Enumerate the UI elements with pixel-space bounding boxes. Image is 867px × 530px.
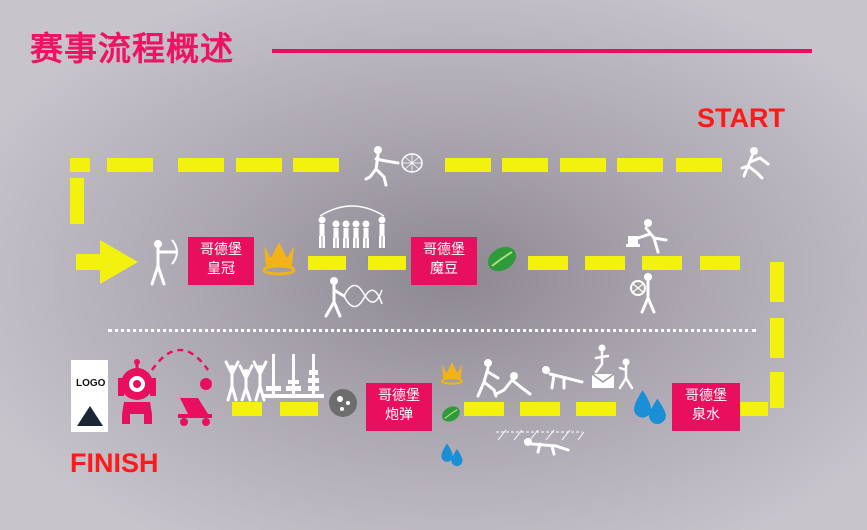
jump-rope-group-icon bbox=[318, 205, 386, 248]
path-dash bbox=[178, 158, 224, 172]
path-dash bbox=[676, 158, 722, 172]
path-dash bbox=[232, 402, 262, 416]
archer-icon bbox=[150, 239, 178, 286]
drop-icon bbox=[634, 390, 666, 424]
path-dash bbox=[520, 402, 560, 416]
kneel-lift-icon bbox=[476, 359, 532, 398]
net-runner-icon bbox=[364, 146, 423, 187]
cheer-group-icon bbox=[224, 360, 268, 402]
robot-icon bbox=[118, 359, 156, 424]
station-line2: 魔豆 bbox=[430, 261, 458, 277]
dotted-separator bbox=[108, 329, 756, 332]
station-crown: 哥德堡 皇冠 bbox=[188, 237, 254, 285]
finish-label: FINISH bbox=[70, 448, 159, 478]
path-dash bbox=[740, 402, 768, 416]
cart-icon bbox=[178, 378, 212, 426]
path-dash bbox=[560, 158, 606, 172]
ball-runner-icon bbox=[630, 273, 656, 314]
path-dash bbox=[368, 256, 406, 270]
path-dash bbox=[107, 158, 153, 172]
station-cannonball: 哥德堡 炮弹 bbox=[366, 383, 432, 431]
station-line1: 哥德堡 bbox=[423, 242, 465, 258]
rope-swing-icon bbox=[324, 277, 383, 318]
path-dash bbox=[770, 318, 784, 358]
cannonball-icon bbox=[329, 389, 357, 417]
path-dash bbox=[770, 372, 784, 408]
crown-icon bbox=[262, 242, 296, 276]
path-dash bbox=[770, 262, 784, 302]
station-line2: 皇冠 bbox=[207, 261, 235, 277]
box-lifter-icon bbox=[626, 219, 668, 254]
path-dash bbox=[528, 256, 568, 270]
letter-crawl-icon bbox=[591, 344, 634, 390]
station-line1: 哥德堡 bbox=[685, 388, 727, 404]
station-bean: 哥德堡 魔豆 bbox=[411, 237, 477, 285]
crown-icon bbox=[441, 362, 463, 385]
tower-hanoi-icon bbox=[262, 354, 324, 398]
pushup-icon bbox=[542, 366, 584, 390]
logo-card: LOGO bbox=[71, 360, 108, 432]
bean-icon bbox=[487, 246, 517, 272]
path-dash bbox=[236, 158, 282, 172]
start-label: START bbox=[697, 103, 785, 133]
station-line2: 泉水 bbox=[692, 407, 720, 423]
triangle-icon bbox=[77, 406, 103, 426]
drop-icon bbox=[441, 443, 463, 466]
logo-text: LOGO bbox=[76, 378, 106, 389]
runner-icon bbox=[740, 147, 770, 180]
bean-icon bbox=[442, 406, 460, 422]
path-dash bbox=[502, 158, 548, 172]
path-dash bbox=[700, 256, 740, 270]
station-line1: 哥德堡 bbox=[378, 388, 420, 404]
station-line2: 炮弹 bbox=[385, 407, 413, 423]
path-dash bbox=[280, 402, 318, 416]
path-dash bbox=[70, 158, 90, 172]
path-dash bbox=[464, 402, 504, 416]
path-dash bbox=[308, 256, 346, 270]
page-title: 赛事流程概述 bbox=[30, 29, 234, 68]
crawler-icon bbox=[496, 429, 585, 456]
path-dash bbox=[642, 256, 682, 270]
arc-path bbox=[150, 348, 210, 371]
path-dash bbox=[70, 178, 84, 224]
path-dash bbox=[617, 158, 663, 172]
station-line1: 哥德堡 bbox=[200, 242, 242, 258]
path-dash bbox=[585, 256, 625, 270]
arrow-right-icon bbox=[76, 240, 138, 284]
title-underline bbox=[272, 49, 812, 53]
path-dash bbox=[576, 402, 616, 416]
path-dash bbox=[293, 158, 339, 172]
station-spring: 哥德堡 泉水 bbox=[672, 383, 740, 431]
path-dash bbox=[445, 158, 491, 172]
